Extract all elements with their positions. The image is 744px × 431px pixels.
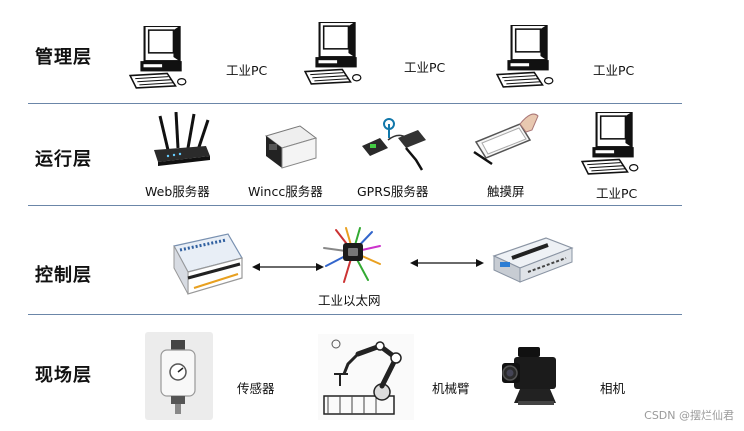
operation-pc-label: 工业PC — [596, 186, 638, 201]
ethernet-label: 工业以太网 — [318, 293, 381, 308]
watermark: CSDN @摆烂仙君 — [644, 409, 734, 422]
divider-3 — [28, 314, 682, 315]
gprs-server-icon — [362, 118, 426, 171]
pc-label-1: 工业PC — [226, 63, 268, 78]
divider-1 — [28, 103, 682, 104]
bidirectional-arrow-right — [410, 259, 484, 267]
ethernet-hub-icon — [323, 227, 381, 283]
web-server-router-icon — [154, 112, 210, 166]
web-server-label: Web服务器 — [145, 184, 210, 199]
wincc-server-icon — [264, 125, 318, 169]
robotic-arm-label: 机械臂 — [432, 381, 470, 396]
layer-title-operation: 运行层 — [35, 149, 92, 170]
layer-title-management: 管理层 — [35, 47, 92, 68]
industrial-pc-icon — [129, 26, 187, 89]
gprs-server-label: GPRS服务器 — [357, 184, 429, 199]
industrial-pc-icon — [496, 25, 554, 88]
bidirectional-arrow-left — [252, 263, 324, 271]
robotic-arm-icon — [318, 334, 414, 420]
industrial-pc-icon — [581, 112, 639, 175]
pc-label-3: 工业PC — [593, 63, 635, 78]
divider-2 — [28, 205, 682, 206]
camera-label: 相机 — [600, 381, 626, 396]
plc-controller-icon — [173, 233, 243, 295]
sensor-label: 传感器 — [237, 381, 275, 396]
controller-module-icon — [492, 237, 574, 283]
sensor-icon — [145, 332, 213, 420]
layer-title-control: 控制层 — [35, 265, 92, 286]
pc-label-2: 工业PC — [404, 60, 446, 75]
touch-screen-label: 触摸屏 — [487, 184, 525, 199]
industrial-pc-icon — [304, 22, 362, 85]
camera-icon — [502, 347, 556, 405]
wincc-server-label: Wincc服务器 — [248, 184, 323, 199]
layer-title-field: 现场层 — [35, 365, 92, 386]
touch-screen-tablet-icon — [473, 113, 539, 166]
